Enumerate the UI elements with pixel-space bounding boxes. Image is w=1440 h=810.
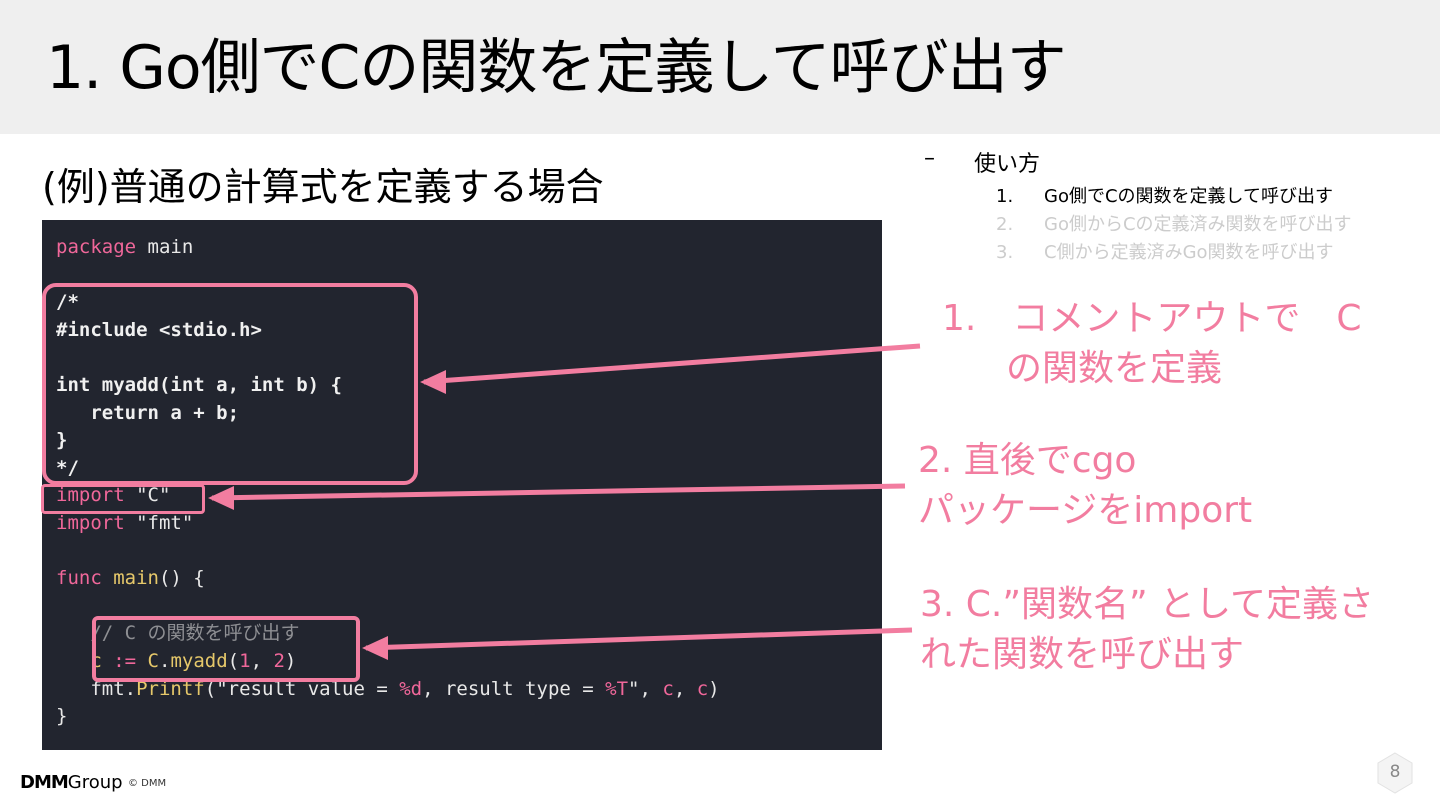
code-token: ): [708, 677, 720, 700]
usage-item-3: 3. C側から定義済みGo関数を呼び出す: [996, 238, 1334, 264]
code-number: 2: [273, 649, 285, 672]
code-c-line: */: [56, 456, 79, 479]
code-string: "fmt": [124, 511, 194, 534]
code-token: ): [284, 649, 297, 672]
code-string: ("result value =: [204, 677, 400, 700]
arrow-2: [211, 483, 906, 501]
code-c-line: /*: [56, 291, 79, 314]
arrowhead-1: [420, 370, 446, 394]
code-c-line: }: [56, 429, 68, 452]
page-number: 8: [1389, 762, 1401, 782]
code-comment: // C の関数を呼び出す: [90, 622, 300, 645]
annotation-1-line-1: 1. コメントアウトで C: [942, 298, 1362, 339]
code-keyword: package: [56, 236, 137, 258]
logo-mark: DMM: [20, 772, 69, 793]
code-number: 1: [239, 649, 251, 672]
code-package: C: [147, 649, 159, 672]
usage-item-number: 2.: [996, 214, 1014, 235]
code-text: package main /* #include <stdio.h> int m…: [56, 234, 720, 731]
code-function: main: [101, 567, 159, 590]
company-logo: DMMGroup: [20, 772, 123, 793]
title-bar: [0, 0, 1440, 134]
code-variable: c: [90, 649, 102, 672]
code-format-verb: %T: [605, 677, 629, 700]
code-function: Printf: [136, 677, 205, 700]
annotation-2-line-2: パッケージをimport: [918, 490, 1253, 531]
usage-heading: 使い方: [974, 152, 1041, 177]
usage-bullet: –: [924, 146, 935, 171]
usage-item-label: C側から定義済みGo関数を呼び出す: [1044, 242, 1334, 263]
highlight-import-c: [41, 484, 205, 514]
code-format-verb: %d: [399, 677, 423, 700]
page-badge-hexagon-icon: [1377, 752, 1413, 794]
code-token: .: [124, 677, 137, 700]
usage-item-label: Go側でCの関数を定義して呼び出す: [1044, 186, 1333, 207]
code-string: , result type =: [422, 677, 606, 700]
code-function: myadd: [170, 649, 228, 672]
code-token: ,: [250, 649, 274, 672]
code-variable: c: [696, 677, 709, 700]
code-token: (: [227, 649, 240, 672]
code-token: }: [56, 705, 68, 728]
code-c-line: return a + b;: [56, 401, 240, 424]
code-keyword: import: [56, 511, 125, 534]
code-token: () {: [158, 567, 205, 590]
code-string: "C": [124, 484, 171, 507]
code-variable: c: [662, 677, 674, 700]
code-operator: :=: [101, 649, 148, 672]
code-string: ",: [628, 677, 663, 700]
arrow-3: [365, 627, 913, 651]
copyright: © DMM: [128, 778, 167, 789]
usage-item-1: 1. Go側でCの関数を定義して呼び出す: [996, 182, 1333, 208]
code-c-line: int myadd(int a, int b) {: [56, 373, 342, 396]
usage-item-number: 1.: [996, 186, 1014, 207]
code-c-line: #include <stdio.h>: [56, 318, 262, 341]
annotation-2-line-1: 2. 直後でcgo: [918, 440, 1137, 481]
highlight-c-definition: [42, 283, 418, 485]
code-token: ,: [673, 677, 697, 700]
code-block: package main /* #include <stdio.h> int m…: [42, 220, 882, 750]
usage-item-label: Go側からCの定義済み関数を呼び出す: [1044, 214, 1352, 235]
slide-subtitle: (例)普通の計算式を定義する場合: [42, 165, 604, 209]
code-keyword: import: [56, 484, 125, 507]
arrowhead-3: [362, 636, 388, 660]
code-token: .: [159, 649, 171, 672]
code-keyword: func: [56, 567, 102, 590]
highlight-c-call: [92, 616, 360, 682]
logo-word: Group: [67, 772, 123, 793]
usage-item-number: 3.: [996, 242, 1014, 263]
annotation-3-line-1: 3. C.”関数名” として定義さ: [920, 584, 1375, 625]
code-token: main: [136, 236, 194, 258]
annotation-1-line-2: の関数を定義: [1006, 348, 1223, 389]
slide-title: 1. Go側でCの関数を定義して呼び出す: [46, 33, 1067, 103]
usage-item-2: 2. Go側からCの定義済み関数を呼び出す: [996, 210, 1352, 236]
annotation-3-line-2: れた関数を呼び出す: [920, 634, 1245, 675]
arrow-1: [423, 343, 921, 385]
code-package: fmt: [90, 677, 125, 700]
arrowhead-2: [208, 486, 234, 510]
